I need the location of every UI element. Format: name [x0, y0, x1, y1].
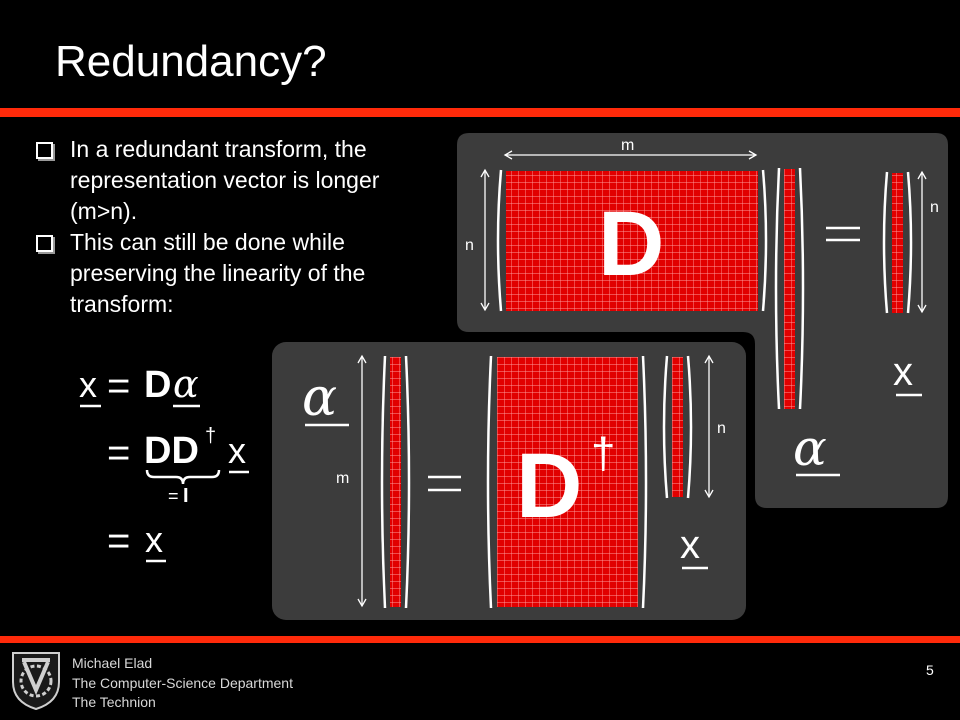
dim-label-n: n: [717, 420, 726, 437]
footer-institution: The Technion: [72, 694, 156, 710]
dim-label-m: m: [621, 137, 634, 154]
technion-logo-icon: [12, 652, 60, 711]
checkbox-bullet-icon: [36, 142, 53, 159]
bracket-left: [882, 171, 889, 314]
dim-label-n: n: [930, 199, 939, 216]
bullet-item: In a redundant transform, the representa…: [32, 134, 452, 227]
bracket-left: [662, 355, 669, 499]
bullet-text: In a redundant transform, the representa…: [70, 136, 380, 224]
bullet-text: This can still be done while preserving …: [70, 229, 366, 317]
bullet-item: This can still be done while preserving …: [32, 227, 452, 320]
eq-DD: DD: [144, 430, 199, 472]
footer-text: Michael Elad The Computer-Science Depart…: [72, 654, 293, 713]
alpha-label: α: [302, 368, 337, 428]
top-red-bar: [0, 108, 960, 117]
eq-dagger: †: [205, 425, 216, 447]
matrix-D-dagger: [497, 357, 638, 607]
dagger-symbol: †: [591, 429, 615, 478]
top-panel: m n D α n x: [457, 133, 948, 508]
bullet-list: In a redundant transform, the representa…: [32, 134, 452, 320]
dim-label-m: m: [336, 470, 349, 487]
eq-equals: =: [107, 431, 130, 475]
bottom-panel: α m D † n x: [272, 342, 746, 620]
vector-x: [672, 357, 683, 497]
eq-D: D: [144, 364, 171, 406]
slide-title: Redundancy?: [55, 37, 327, 86]
bracket-left: [380, 355, 387, 609]
matrix-D-label: D: [516, 435, 582, 537]
alpha-label: α: [793, 419, 827, 477]
bottom-red-bar: [0, 636, 960, 643]
x-label: x: [893, 350, 913, 394]
eq-alpha: α: [173, 362, 199, 406]
bracket-right: [686, 355, 693, 499]
bracket-right: [761, 169, 768, 312]
footer-author: Michael Elad: [72, 655, 153, 671]
eq-x: x: [145, 519, 163, 560]
eq-equals: =: [107, 364, 130, 408]
bracket-right: [798, 167, 805, 410]
matrix-D-label: D: [598, 193, 664, 295]
checkbox-bullet-icon: [36, 235, 53, 252]
footer-department: The Computer-Science Department: [72, 674, 293, 691]
vector-x: [892, 173, 903, 313]
eq-equals: =: [107, 519, 130, 563]
x-label: x: [680, 523, 700, 567]
vector-alpha: [784, 169, 795, 409]
eq-x: x: [79, 364, 97, 405]
bracket-right: [404, 355, 411, 609]
identity-I: I: [183, 485, 189, 507]
bracket-right: [906, 171, 913, 314]
vector-alpha: [390, 357, 401, 607]
underbrace-equals: =: [168, 486, 179, 506]
page-number: 5: [926, 662, 934, 678]
dim-label-n: n: [465, 237, 474, 254]
bracket-left: [486, 355, 493, 609]
underbrace: [145, 469, 221, 485]
eq-x: x: [228, 430, 246, 471]
matrix-D: [506, 171, 758, 311]
bracket-right: [641, 355, 648, 609]
bracket-left: [774, 167, 781, 410]
bracket-left: [496, 169, 503, 312]
